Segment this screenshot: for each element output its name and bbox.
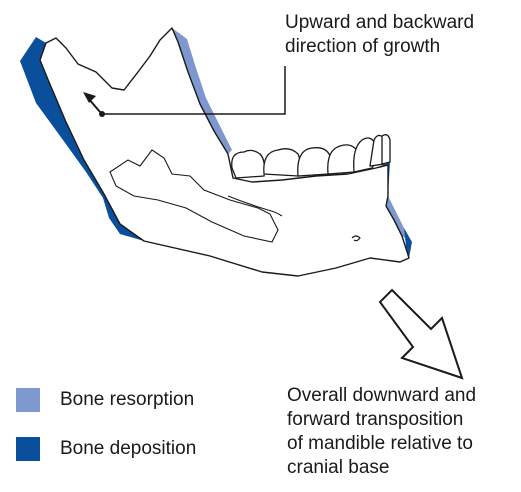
resorption-swatch	[16, 388, 40, 412]
deposition-swatch	[16, 437, 40, 461]
legend-label-resorption: Bone resorption	[60, 389, 194, 411]
legend-item-resorption: Bone resorption	[16, 388, 194, 412]
legend-item-deposition: Bone deposition	[16, 437, 196, 461]
transposition-label: Overall downward and forward transpositi…	[287, 384, 476, 480]
legend-label-deposition: Bone deposition	[60, 438, 196, 460]
molar-1	[232, 150, 265, 178]
incisor-2	[382, 135, 390, 164]
premolar-1	[298, 148, 331, 176]
molar-2	[264, 149, 300, 176]
growth-direction-label: Upward and backward direction of growth	[285, 11, 474, 59]
transposition-arrow	[380, 290, 462, 378]
